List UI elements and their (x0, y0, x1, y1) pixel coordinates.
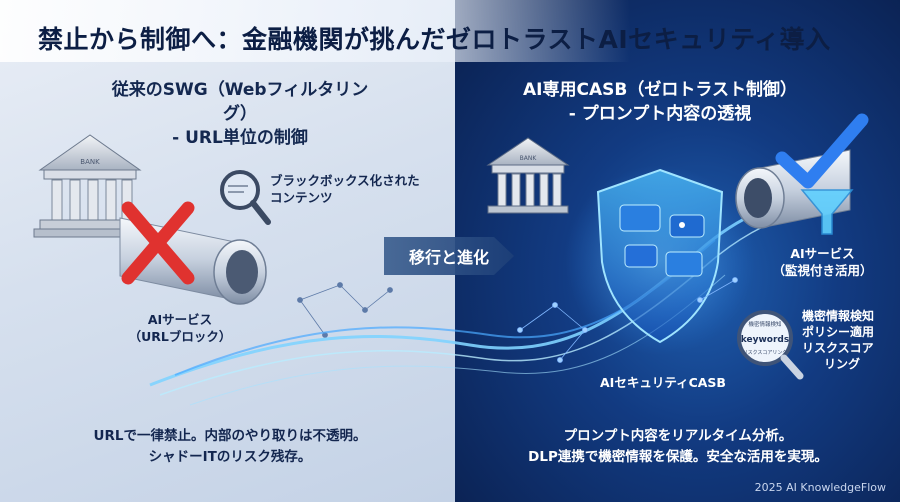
right-bank-sign: BANK (520, 155, 538, 162)
right-caption-line2: DLP連携で機密情報を保護。安全な活用を実現。 (528, 449, 828, 465)
left-heading-line2: - URL単位の制御 (172, 128, 308, 148)
feature-list: 機密情報検知 ポリシー適用 リスクスコア リング (802, 308, 874, 372)
casb-shield-icon (565, 165, 755, 355)
title-bar (0, 0, 900, 62)
left-caption: URLで一律禁止。内部のやり取りは不透明。 シャドーITのリスク残存。 (60, 426, 400, 468)
page-title: 禁止から制御へ：金融機関が挑んだゼロトラストAIセキュリティ導入 (38, 25, 831, 54)
blackbox-label-line1: ブラックボックス化された (270, 173, 420, 188)
magnifier-icon (220, 170, 271, 225)
left-heading-line1: 従来のSWG（Webフィルタリング） (111, 80, 369, 124)
left-ai-service-line1: AIサービス (147, 312, 213, 327)
lens-bottom-text: リスクスコアリング (743, 349, 788, 356)
feature-sensitive-detection: 機密情報検知 (802, 309, 875, 323)
right-caption: プロンプト内容をリアルタイム分析。 DLP連携で機密情報を保護。安全な活用を実現… (488, 426, 868, 468)
left-bank-icon: BANK (33, 134, 147, 238)
left-network-nodes (297, 282, 393, 338)
right-network-nodes (517, 277, 738, 363)
left-caption-line1: URLで一律禁止。内部のやり取りは不透明。 (93, 428, 367, 444)
approve-check-icon (775, 113, 869, 189)
keyword-magnifier-icon: 機密情報検知 keywords リスクスコアリング (737, 310, 804, 380)
right-ai-service-line2: （監視付き活用） (772, 263, 873, 278)
right-heading-line1: AI専用CASB（ゼロトラスト制御） (523, 80, 797, 100)
blackbox-label: ブラックボックス化された コンテンツ (270, 172, 420, 206)
right-heading: AI専用CASB（ゼロトラスト制御） - プロンプト内容の透視 (520, 78, 800, 126)
shield-label: AIセキュリティCASB (600, 375, 726, 390)
right-bank-icon: BANK (486, 137, 570, 214)
left-ai-service-label: AIサービス （URLブロック） (125, 311, 235, 345)
feature-risk-scoring: リスクスコア (802, 341, 874, 355)
transition-arrow (384, 237, 514, 275)
blackbox-label-line2: コンテンツ (270, 190, 333, 205)
left-bank-sign: BANK (80, 158, 100, 166)
left-ai-service-line2: （URLブロック） (128, 329, 232, 344)
right-ai-service-label: AIサービス （監視付き活用） (765, 245, 880, 279)
feature-risk-scoring-cont: リング (824, 357, 861, 371)
right-caption-line1: プロンプト内容をリアルタイム分析。 (563, 428, 793, 444)
filter-funnel-icon (800, 189, 854, 235)
footer-credit: 2025 AI KnowledgeFlow (754, 481, 886, 494)
left-caption-line2: シャドーITのリスク残存。 (148, 449, 312, 465)
block-cross-icon (121, 201, 195, 285)
lens-keyword-text: keywords (741, 335, 789, 345)
right-ai-service-line1: AIサービス (790, 246, 855, 261)
right-heading-line2: - プロンプト内容の透視 (568, 104, 752, 124)
left-heading: 従来のSWG（Webフィルタリング） - URL単位の制御 (100, 78, 380, 150)
feature-policy-enforcement: ポリシー適用 (802, 325, 875, 339)
lens-top-text: 機密情報検知 (748, 320, 781, 328)
transition-label: 移行と進化 (408, 248, 489, 267)
